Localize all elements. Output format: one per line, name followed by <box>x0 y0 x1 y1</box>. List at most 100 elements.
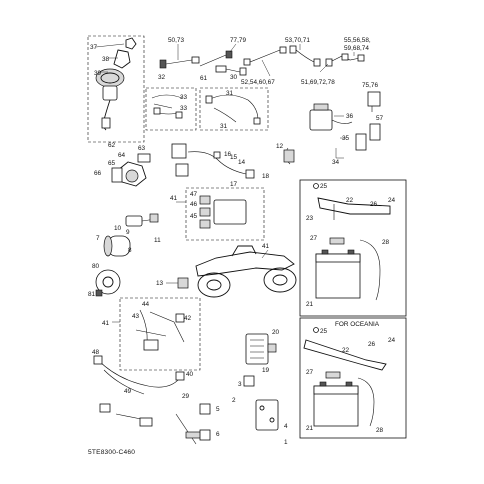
callout-51-69-72-78: 51,69,72,78 <box>301 79 335 86</box>
main-switch-group-box <box>87 35 145 143</box>
callout-41-b: 41 <box>262 243 270 250</box>
callout-66: 66 <box>94 170 102 177</box>
callout-44: 44 <box>142 301 150 308</box>
relay-75-76 <box>367 91 381 112</box>
callout-3: 3 <box>238 381 242 388</box>
callout-39: 39 <box>94 70 102 77</box>
callout-34: 34 <box>332 159 340 166</box>
callout-29: 29 <box>182 393 190 400</box>
callout-31-a: 31 <box>226 90 234 97</box>
callout-25-b: 25 <box>320 328 328 335</box>
main-switch-part <box>95 37 137 131</box>
callout-2: 2 <box>232 397 236 404</box>
callout-59-68-74: 59,68,74 <box>344 45 369 52</box>
callout-57: 57 <box>376 115 384 122</box>
sensor-lead-12 <box>283 147 295 165</box>
callout-46: 46 <box>190 201 198 208</box>
region-title: FOR OCEANIA <box>335 321 380 328</box>
callout-4: 4 <box>284 423 288 430</box>
battery-cable-a <box>359 239 381 301</box>
callout-49: 49 <box>124 388 132 395</box>
sensors-5-6 <box>199 403 211 441</box>
callout-37: 37 <box>90 44 98 51</box>
callout-10: 10 <box>114 225 122 232</box>
callout-11: 11 <box>154 237 161 244</box>
callout-20: 20 <box>272 329 280 336</box>
figure-code: 5TE8300-C460 <box>88 449 135 456</box>
callout-22-a: 22 <box>346 197 354 204</box>
callout-62: 62 <box>108 142 116 149</box>
battery-strap <box>303 339 387 371</box>
bolt-25b <box>313 327 319 333</box>
callout-27-b: 27 <box>306 369 314 376</box>
callout-80: 80 <box>92 263 100 270</box>
callout-53-70-71: 53,70,71 <box>285 37 310 44</box>
callout-18: 18 <box>262 173 270 180</box>
switch-cluster-14-18 <box>171 143 255 179</box>
connector-77-79 <box>199 50 247 76</box>
battery-pad-a <box>329 237 345 245</box>
callout-75-76: 75,76 <box>362 82 378 89</box>
callout-52-54-60-67: 52,54,60,67 <box>241 79 275 86</box>
callout-81: 81 <box>88 291 96 298</box>
callout-8: 8 <box>128 247 132 254</box>
callout-36: 36 <box>346 113 354 120</box>
harness-33-box-a <box>145 87 197 131</box>
horn <box>95 269 121 295</box>
callout-24-b: 24 <box>388 337 396 344</box>
callout-23: 23 <box>306 215 314 222</box>
stator-assembly <box>111 153 151 187</box>
battery-oceania <box>313 381 359 427</box>
callout-21-a: 21 <box>306 301 314 308</box>
callout-28-b: 28 <box>376 427 384 434</box>
ignition-coil <box>125 213 159 227</box>
bolt-81 <box>95 289 103 297</box>
callout-43: 43 <box>132 313 140 320</box>
atv-illustration <box>195 245 297 298</box>
callout-27-a: 27 <box>310 235 318 242</box>
starter-motor <box>103 235 131 257</box>
bolt-25a <box>313 183 319 189</box>
callout-15: 15 <box>230 154 238 161</box>
battery-pad-b <box>325 371 341 379</box>
callout-30: 30 <box>230 74 238 81</box>
relay-block-1-4 <box>255 399 279 431</box>
callout-5: 5 <box>216 406 220 413</box>
callout-47: 47 <box>190 191 198 198</box>
callout-61: 61 <box>200 75 208 82</box>
callout-38: 38 <box>102 56 110 63</box>
callout-50-73: 50,73 <box>168 37 184 44</box>
callout-40: 40 <box>186 371 194 378</box>
harness-52-54-60-67 <box>243 46 287 66</box>
callout-48: 48 <box>92 349 100 356</box>
callout-14: 14 <box>238 159 246 166</box>
callout-64: 64 <box>118 152 126 159</box>
sensor-29 <box>175 413 203 445</box>
connector-50-73 <box>159 56 200 69</box>
harness-48-49 <box>93 355 185 395</box>
callout-41-c: 41 <box>102 320 110 327</box>
callout-32: 32 <box>158 74 166 81</box>
callout-9: 9 <box>126 229 130 236</box>
callout-26-b: 26 <box>368 341 376 348</box>
starter-relay <box>309 103 353 131</box>
callout-42: 42 <box>184 315 192 322</box>
callout-41-a: 41 <box>170 195 178 202</box>
harness-53-70-71 <box>289 45 321 67</box>
callout-55-56-58: 55,56,58, <box>344 37 371 44</box>
callout-77-79: 77,79 <box>230 37 246 44</box>
callout-45: 45 <box>190 213 198 220</box>
callout-17: 17 <box>230 181 238 188</box>
cdi-unit <box>199 195 247 229</box>
rectifier-regulator <box>245 333 277 365</box>
battery-panel-standard <box>299 179 407 317</box>
callout-22-b: 22 <box>342 347 350 354</box>
callout-19: 19 <box>262 367 270 374</box>
harness-41-box <box>119 297 201 371</box>
callout-16: 16 <box>224 151 232 158</box>
callout-6: 6 <box>216 431 220 438</box>
callout-13: 13 <box>156 280 164 287</box>
connector-group-55 <box>325 53 365 67</box>
connector-bottom-left <box>99 403 153 427</box>
